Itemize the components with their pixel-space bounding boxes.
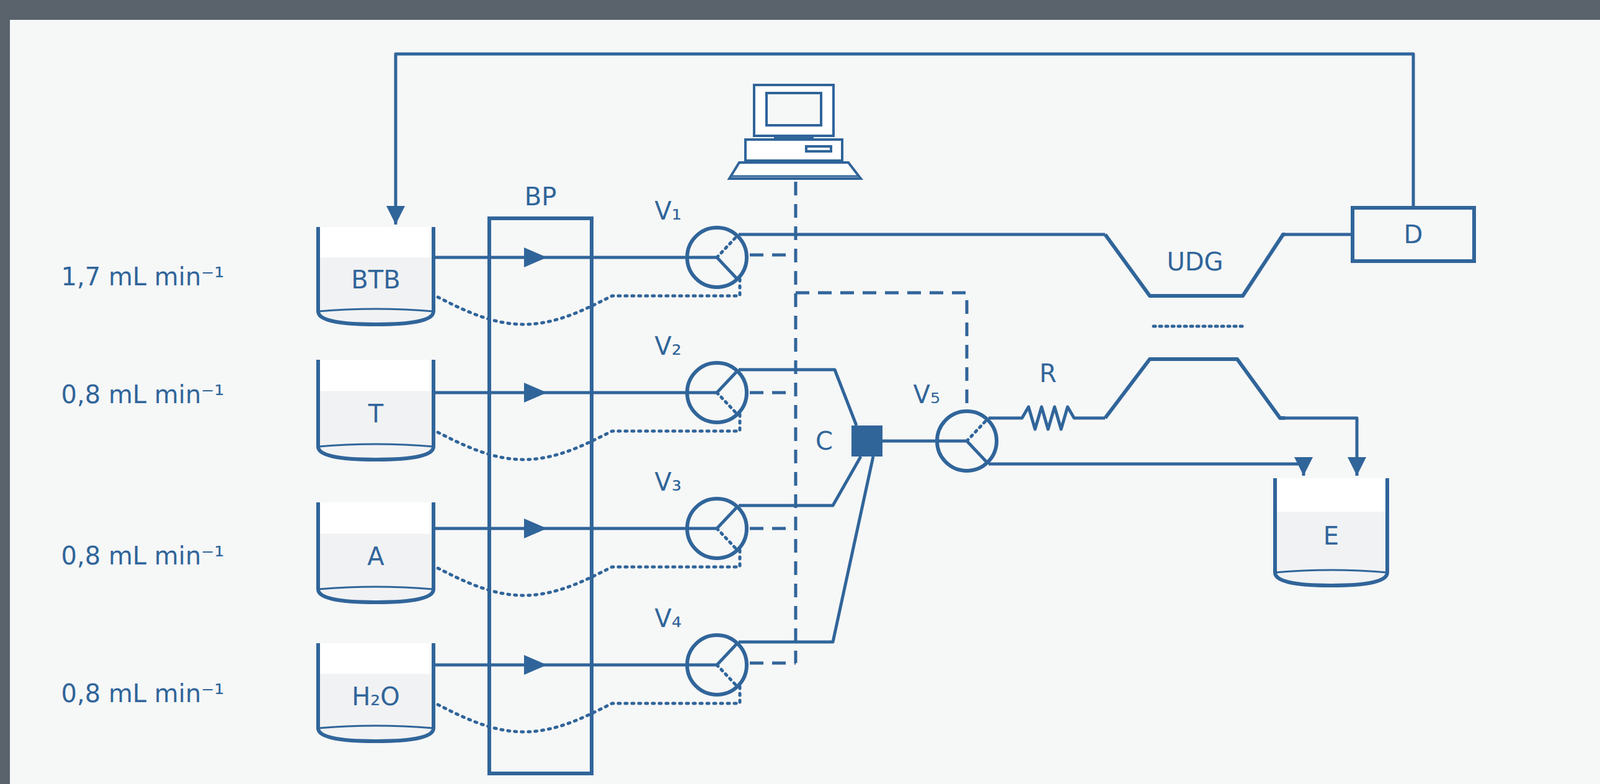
flow-line (1284, 417, 1357, 476)
valve-shape (685, 360, 749, 425)
flow-line (1079, 416, 1106, 420)
flow-rate-label: 0,8 mL min⁻¹ (61, 679, 225, 708)
valve-label-wrap: V₁ (654, 195, 682, 226)
flow-line (435, 391, 686, 395)
confluence-label: C (815, 426, 833, 456)
reactor-coil-shape (1017, 405, 1080, 431)
reservoir-label: T (368, 398, 384, 429)
pump-label-wrap: BP (491, 181, 590, 212)
valve-label-wrap: V₅ (913, 379, 941, 410)
flow-line (435, 527, 686, 531)
control-line (795, 292, 967, 409)
valve-label: V₅ (913, 380, 941, 409)
reservoir-label-wrap: E (1273, 475, 1390, 588)
valve-label: V₂ (654, 331, 682, 361)
control-line (749, 391, 796, 395)
pump-arrows (524, 247, 547, 675)
reservoir-label: A (367, 541, 384, 572)
valve-shape (685, 496, 749, 560)
valve-label-wrap: V₂ (654, 331, 682, 361)
reservoir-label-wrap: H₂O (316, 640, 436, 743)
reservoir: T (316, 357, 436, 462)
confluence-label-wrap: C (815, 426, 833, 456)
flow-rate-wrap: 0,8 mL min⁻¹ (9, 678, 276, 709)
valve-shape (935, 409, 999, 473)
reservoir-label: E (1323, 520, 1339, 551)
reservoir: BTB (316, 224, 436, 327)
reactor-label: R (1039, 359, 1057, 388)
flow-line (988, 463, 1304, 476)
valve-label-wrap: V₄ (654, 603, 682, 634)
valve-label: V₃ (654, 467, 682, 497)
return-line (435, 279, 740, 325)
valve: V₅ (935, 409, 999, 473)
reservoir: E (1273, 475, 1390, 588)
valve-label: V₄ (654, 604, 682, 633)
pump-block: BP (487, 216, 594, 776)
valve: V₂ (685, 360, 749, 425)
return-line (435, 414, 740, 460)
valve: V₁ (685, 225, 749, 289)
gas-diffusion-unit: UDG (1105, 229, 1285, 422)
reactor-label-wrap: R (992, 358, 1104, 389)
flow-line (395, 53, 1414, 225)
detector-label: D (1404, 219, 1424, 250)
gdu-label-wrap: UDG (1105, 246, 1285, 277)
confluence-point: C (851, 425, 883, 457)
control-lines (749, 181, 967, 663)
reservoir-label-wrap: BTB (316, 224, 436, 327)
flow-line (435, 663, 686, 667)
valve: V₃ (685, 496, 749, 560)
reservoir-label: BTB (351, 264, 400, 295)
reservoir-label-wrap: T (316, 357, 436, 462)
reservoir-label: H₂O (351, 681, 400, 712)
gdu-label: UDG (1166, 247, 1223, 276)
control-line (749, 527, 796, 531)
flow-line (738, 233, 1106, 237)
flow-line (738, 456, 874, 642)
reservoir: H₂O (316, 640, 436, 743)
valve-label-wrap: V₃ (654, 466, 682, 497)
valve-label: V₁ (654, 196, 682, 226)
flow-line (435, 256, 686, 260)
flow-line (882, 439, 936, 443)
flow-line (988, 416, 1018, 420)
valve-shape (685, 633, 749, 697)
flow-line (1284, 233, 1351, 237)
flow-line (738, 456, 861, 506)
flow-rate-label: 0,8 mL min⁻¹ (61, 541, 225, 570)
control-line (749, 661, 796, 665)
valve-shape (685, 225, 749, 289)
flow-rate-wrap: 0,8 mL min⁻¹ (9, 379, 276, 410)
detector-label-wrap: D (1354, 209, 1473, 260)
detector-box: D (1350, 205, 1476, 263)
reservoir-label-wrap: A (316, 499, 436, 605)
pump-label: BP (524, 182, 557, 211)
flow-rate-label: 0,8 mL min⁻¹ (61, 380, 225, 409)
control-line (749, 253, 796, 257)
reactor-coil: R (1017, 405, 1080, 431)
computer-icon (729, 84, 861, 179)
reservoir: A (316, 499, 436, 605)
flow-line (738, 369, 857, 426)
flow-rate-label: 1,7 mL min⁻¹ (61, 262, 225, 291)
valve: V₄ (685, 633, 749, 697)
flow-rate-wrap: 1,7 mL min⁻¹ (9, 261, 276, 292)
return-line (435, 686, 740, 732)
flow-rate-wrap: 0,8 mL min⁻¹ (9, 540, 276, 571)
return-line (435, 550, 740, 596)
